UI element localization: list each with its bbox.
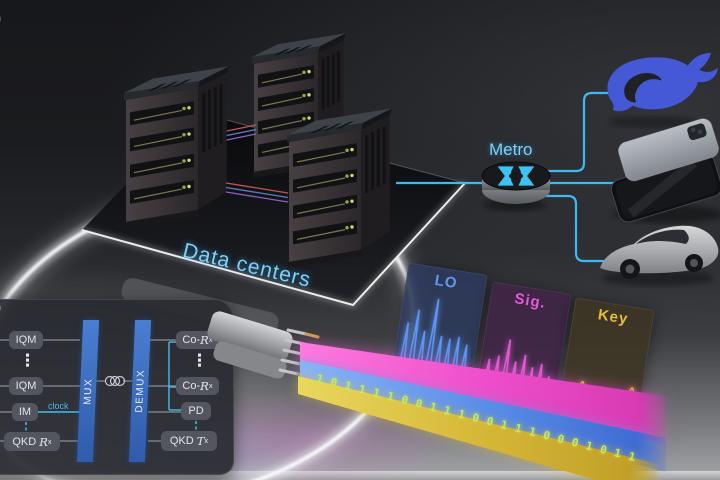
panel-label-b: ) xyxy=(0,299,1,317)
demux-label: DEMUX xyxy=(133,369,147,413)
panel-label-a: ) xyxy=(0,10,1,28)
ellipsis-right: ⋮ xyxy=(191,351,208,371)
ellipsis-left: ⋮ xyxy=(19,351,36,371)
box-pd: PD xyxy=(181,402,211,420)
box-iqm-1-label: IQM xyxy=(15,334,37,346)
spectrum-trace-lo xyxy=(395,298,468,383)
car xyxy=(600,225,719,286)
spectrum-trace-key xyxy=(562,381,635,417)
box-im: IM xyxy=(12,403,38,421)
metro-router xyxy=(481,161,551,211)
connection-line-router-whale xyxy=(544,91,614,173)
spectrum-trace-sig xyxy=(479,339,551,402)
box-pd-label: PD xyxy=(188,405,204,417)
box-iqm-2: IQM xyxy=(9,377,43,395)
connection-line-router-car xyxy=(544,194,608,263)
box-iqm-1: IQM xyxy=(9,331,43,349)
metro-label: Metro xyxy=(489,140,533,159)
box-iqm-2-label: IQM xyxy=(15,380,37,392)
mux-label: MUX xyxy=(81,377,95,405)
whale-logo xyxy=(607,53,719,128)
clock-label: clock xyxy=(48,401,69,411)
smartphones xyxy=(610,118,720,223)
fiber-coil-icon xyxy=(104,375,126,387)
box-im-label: IM xyxy=(18,406,32,418)
